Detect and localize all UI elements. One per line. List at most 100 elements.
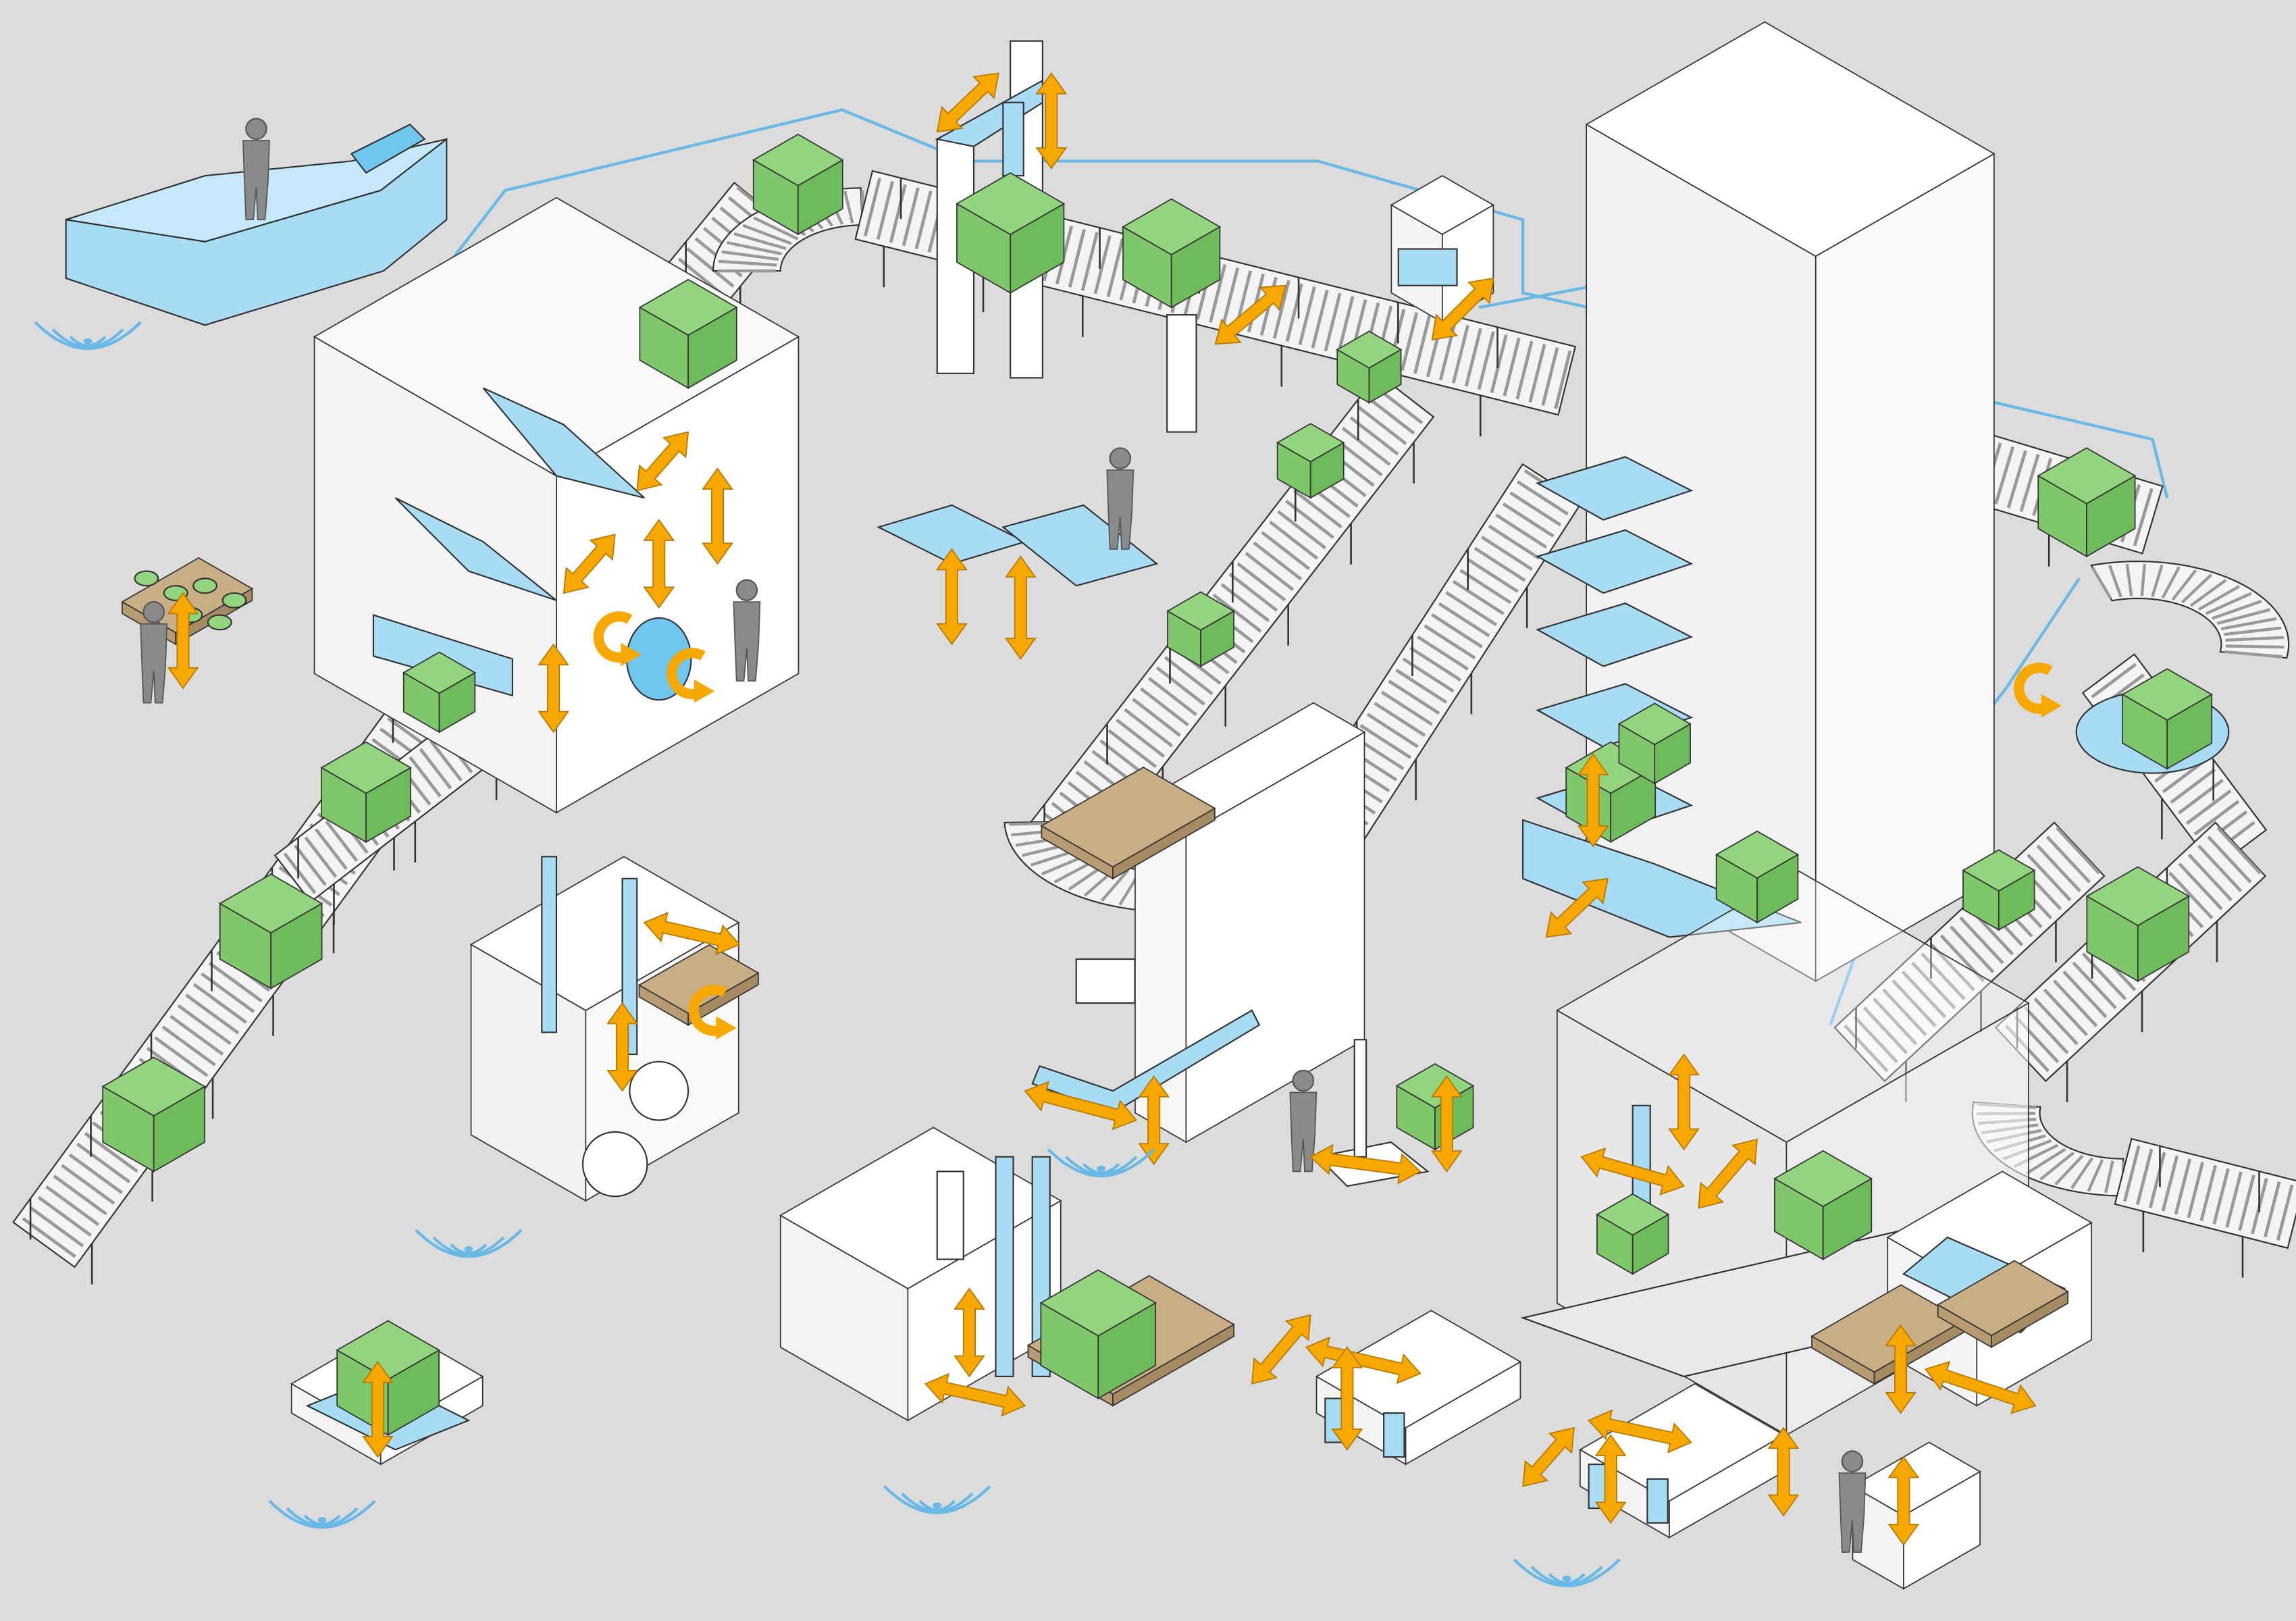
conveyor-roller bbox=[2216, 608, 2271, 625]
conveyor-roller bbox=[1872, 997, 1918, 1046]
gantry-pillar bbox=[1166, 314, 1197, 433]
conveyor-roller bbox=[1132, 698, 1181, 737]
bidirectional-arrow-icon bbox=[563, 534, 616, 594]
conveyor-roller bbox=[2168, 871, 2214, 920]
rotation-arrow-icon bbox=[688, 985, 728, 1036]
conveyor-roller bbox=[726, 240, 783, 256]
person-head bbox=[245, 118, 267, 140]
conveyor-roller bbox=[1488, 524, 1540, 560]
machine-hood bbox=[394, 497, 557, 601]
conveyor-roller bbox=[161, 1025, 216, 1066]
conveyor-roller bbox=[2133, 488, 2154, 546]
conveyor-roller bbox=[1116, 718, 1166, 758]
conveyor-roller bbox=[1451, 324, 1469, 384]
green-box-top-face bbox=[1617, 702, 1692, 746]
forklift-wheel bbox=[581, 1131, 648, 1198]
conveyor-roller bbox=[419, 748, 452, 790]
conveyor-roller bbox=[1311, 289, 1329, 349]
conveyor-roller bbox=[409, 756, 442, 798]
conveyor-roller bbox=[2072, 961, 2117, 1010]
conveyor-roller bbox=[2224, 650, 2283, 659]
bidirectional-arrow-icon bbox=[1545, 877, 1609, 938]
bidirectional-arrow-icon bbox=[1138, 1075, 1170, 1166]
green-box-top-face bbox=[1122, 198, 1222, 256]
pallet-top-face bbox=[637, 944, 760, 1014]
green-box-top-face bbox=[1166, 591, 1235, 631]
person-icon bbox=[1838, 1472, 1867, 1553]
wireless-signal-icon bbox=[1047, 1148, 1155, 1177]
conveyor-roller bbox=[1930, 943, 1975, 992]
conveyor-roller bbox=[1495, 513, 1548, 549]
bidirectional-arrow-icon bbox=[1331, 1346, 1363, 1451]
conveyor-roller bbox=[61, 1164, 115, 1205]
conveyor-roller bbox=[1959, 917, 2004, 964]
bidirectional-arrow-icon bbox=[636, 431, 689, 492]
conveyor-roller bbox=[2199, 1164, 2217, 1222]
conveyor-roller bbox=[283, 852, 317, 894]
conveyor-roller bbox=[2238, 1175, 2255, 1231]
conveyor-roller bbox=[2043, 988, 2089, 1037]
conveyor-roller bbox=[2006, 450, 2027, 509]
conveyor-roller bbox=[1272, 280, 1290, 339]
wireless-signal-icon bbox=[69, 336, 107, 347]
storage-shelf bbox=[1536, 602, 1694, 667]
conveyor-roller bbox=[2211, 600, 2262, 620]
conveyor-roller bbox=[2178, 779, 2224, 815]
conveyor-roller bbox=[1409, 646, 1462, 682]
wireless-signal-icon bbox=[34, 321, 142, 350]
conveyor-roller bbox=[2140, 563, 2146, 596]
conveyor-roller bbox=[1509, 491, 1562, 527]
conveyor-roller bbox=[1336, 296, 1355, 355]
conveyor-roller bbox=[2151, 564, 2164, 597]
green-box-top-face bbox=[336, 1320, 440, 1381]
conveyor-roller bbox=[1401, 311, 1419, 371]
green-box-top-face bbox=[2085, 866, 2191, 927]
conveyor-roller bbox=[721, 250, 779, 261]
bidirectional-arrow-icon bbox=[1431, 277, 1494, 341]
conveyor-roller bbox=[1413, 315, 1432, 374]
conveyor-roller bbox=[1298, 286, 1316, 346]
conveyor-roller bbox=[1388, 679, 1440, 715]
workers bbox=[140, 118, 1867, 1553]
rotation-arrow-head bbox=[621, 642, 642, 667]
conveyor-roller bbox=[1155, 666, 1205, 706]
wireless-signal-icon bbox=[415, 1229, 523, 1258]
conveyor-roller bbox=[1554, 350, 1572, 409]
wireless-signal-icon bbox=[1548, 1573, 1586, 1585]
conveyor-roller bbox=[294, 844, 327, 886]
conveyor-roller bbox=[1528, 344, 1546, 403]
green-box-top-face bbox=[402, 651, 477, 694]
conveyor-roller bbox=[1148, 677, 1197, 717]
conveyor-roller bbox=[1277, 510, 1327, 550]
conveyor-roller bbox=[876, 180, 894, 240]
conveyor-roller bbox=[429, 740, 463, 781]
conveyor-roller bbox=[2125, 563, 2133, 596]
conveyor-roller bbox=[1424, 624, 1476, 660]
conveyor-roller bbox=[2027, 853, 2072, 902]
bidirectional-arrow-icon bbox=[1588, 1409, 1692, 1453]
conveyor-roller bbox=[1341, 426, 1391, 466]
conveyor-roller bbox=[1891, 979, 1937, 1027]
storage-shelf bbox=[1536, 683, 1694, 748]
wireless-signal-dot bbox=[317, 1517, 327, 1523]
green-box-top-face bbox=[1039, 1269, 1157, 1337]
bidirectional-arrow-icon bbox=[1309, 1143, 1421, 1185]
conveyor-roller bbox=[1222, 267, 1240, 326]
bidirectional-arrow-icon bbox=[702, 467, 733, 565]
conveyor-roller bbox=[2212, 1168, 2230, 1225]
wrapper-panel bbox=[1075, 958, 1136, 1004]
conveyor-roller bbox=[2033, 997, 2079, 1046]
conveyor-roller bbox=[733, 232, 787, 251]
conveyor-roller bbox=[1477, 331, 1495, 390]
green-box-top-face bbox=[956, 172, 1066, 236]
storage-shelf bbox=[1536, 456, 1694, 521]
conveyor-roller bbox=[1236, 562, 1286, 602]
storage-tower-top-face bbox=[1585, 21, 1995, 257]
machine-hood bbox=[482, 387, 645, 499]
wireless-signal-dot bbox=[933, 1502, 942, 1509]
conveyor-roller bbox=[753, 216, 799, 240]
conveyor-roller bbox=[1921, 952, 1966, 1000]
bidirectional-arrow-icon bbox=[1885, 1324, 1916, 1414]
wireless-signal-icon bbox=[268, 1499, 376, 1529]
